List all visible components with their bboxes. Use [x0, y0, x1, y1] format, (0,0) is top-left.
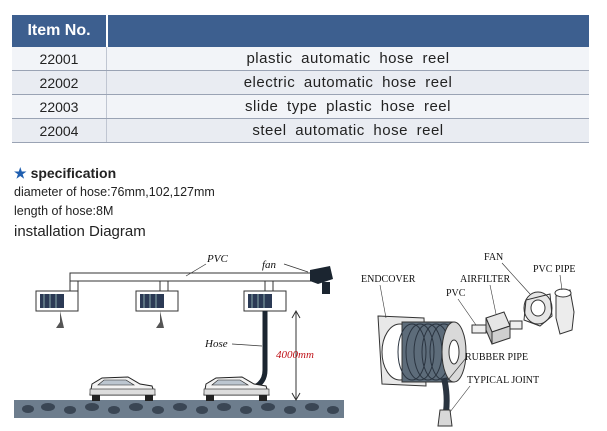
- table-body: 22001 plastic automatic hose reel 22002 …: [12, 47, 589, 143]
- item-table: Item No. 22001 plastic automatic hose re…: [12, 15, 589, 143]
- typical-joint: [437, 409, 453, 427]
- hose-label: Hose: [204, 338, 228, 350]
- item-desc-cell: electric automatic hose reel: [243, 74, 453, 91]
- item-no-cell: 22003: [12, 95, 107, 118]
- ground-texture: [22, 403, 339, 414]
- item-no-header: Item No.: [12, 15, 108, 47]
- item-desc-cell: steel automatic hose reel: [252, 122, 444, 139]
- item-desc-cell: slide type plastic hose reel: [245, 98, 451, 115]
- hose-reel-2: [135, 290, 179, 328]
- table-row: 22001 plastic automatic hose reel: [12, 47, 589, 71]
- star-icon: ★: [14, 165, 27, 181]
- spec-title: ★specification: [14, 165, 116, 182]
- hanging-hose: [246, 311, 268, 395]
- hose-reel-1: [35, 290, 79, 328]
- fan-label-right: FAN: [484, 252, 503, 263]
- spec-length: length of hose:8M: [14, 204, 114, 218]
- pvc-label-right: PVC: [446, 288, 466, 299]
- spec-diameter: diameter of hose:76mm,102,127mm: [14, 185, 215, 199]
- pvc-pipe-label: PVC PIPE: [533, 264, 576, 275]
- right-diagram: ENDCOVER FAN AIRFILTER PVC PVC PIPE RUBB…: [361, 252, 576, 427]
- height-label: 4000mm: [276, 349, 314, 361]
- hose-reel-3: [243, 290, 287, 395]
- item-no-cell: 22002: [12, 71, 107, 94]
- item-no-cell: 22001: [12, 47, 107, 70]
- item-desc-cell: plastic automatic hose reel: [246, 50, 450, 67]
- airfilter-label: AIRFILTER: [460, 274, 511, 285]
- air-filter: [471, 311, 523, 345]
- spec-title-text: specification: [30, 165, 117, 181]
- table-row: 22003 slide type plastic hose reel: [12, 95, 589, 119]
- endcover-label: ENDCOVER: [361, 274, 416, 285]
- pvc-pipe: [554, 288, 575, 335]
- install-title: installation Diagram: [14, 223, 146, 240]
- car-2: [203, 376, 270, 401]
- reel-body: [377, 315, 467, 427]
- table-row: 22002 electric automatic hose reel: [12, 71, 589, 95]
- fan-label: fan: [262, 259, 277, 271]
- pvc-label: PVC: [206, 253, 228, 265]
- pvc-duct: [69, 272, 319, 282]
- fan-unit: [523, 291, 553, 327]
- table-header: Item No.: [12, 15, 589, 47]
- rubber-pipe-label: RUBBER PIPE: [465, 352, 528, 363]
- typical-joint-label: TYPICAL JOINT: [467, 375, 539, 386]
- fan-icon: [310, 266, 333, 284]
- car-1: [89, 376, 156, 401]
- left-diagram: PVC fan Hose 4000mm: [14, 253, 344, 418]
- item-no-cell: 22004: [12, 119, 107, 142]
- header-filler: [108, 15, 589, 47]
- table-row: 22004 steel automatic hose reel: [12, 119, 589, 143]
